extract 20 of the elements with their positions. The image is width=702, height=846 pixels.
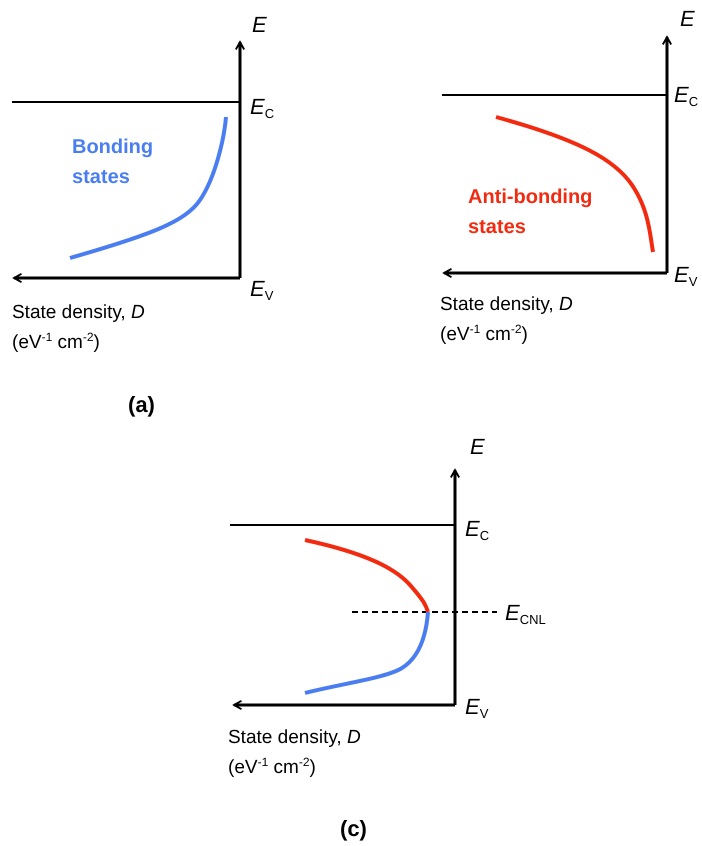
axis-label: E$_{V}$ bbox=[465, 696, 488, 718]
axis-title: (eV$^{-1}$ cm$^{-2}$) bbox=[12, 332, 100, 354]
axis-label: E bbox=[680, 8, 695, 30]
axis-label: E$_{C}$ bbox=[674, 84, 698, 106]
curve-label: Bonding states bbox=[72, 135, 154, 190]
axis-title: State density, D bbox=[12, 302, 145, 324]
panel-label: (c) bbox=[340, 818, 367, 840]
axis-label: E$_{V}$ bbox=[250, 278, 274, 300]
axis-label: E$_{CNL}$ bbox=[505, 602, 546, 624]
curve-label: Anti-bonding states bbox=[468, 185, 594, 240]
axis-label: E bbox=[470, 436, 485, 458]
axis-title: (eV$^{-1}$ cm$^{-2}$) bbox=[440, 324, 528, 346]
axis-label: E$_{V}$ bbox=[674, 264, 698, 286]
axis-title: State density, D bbox=[440, 294, 573, 316]
axis-label: E bbox=[252, 14, 267, 36]
panel-label: (a) bbox=[128, 394, 155, 416]
axis-title: State density, D bbox=[228, 727, 361, 749]
axis-label: E$_{C}$ bbox=[465, 518, 490, 540]
axis-label: E$_{C}$ bbox=[250, 96, 274, 118]
axis-title: (eV$^{-1}$ cm$^{-2}$) bbox=[228, 757, 316, 779]
